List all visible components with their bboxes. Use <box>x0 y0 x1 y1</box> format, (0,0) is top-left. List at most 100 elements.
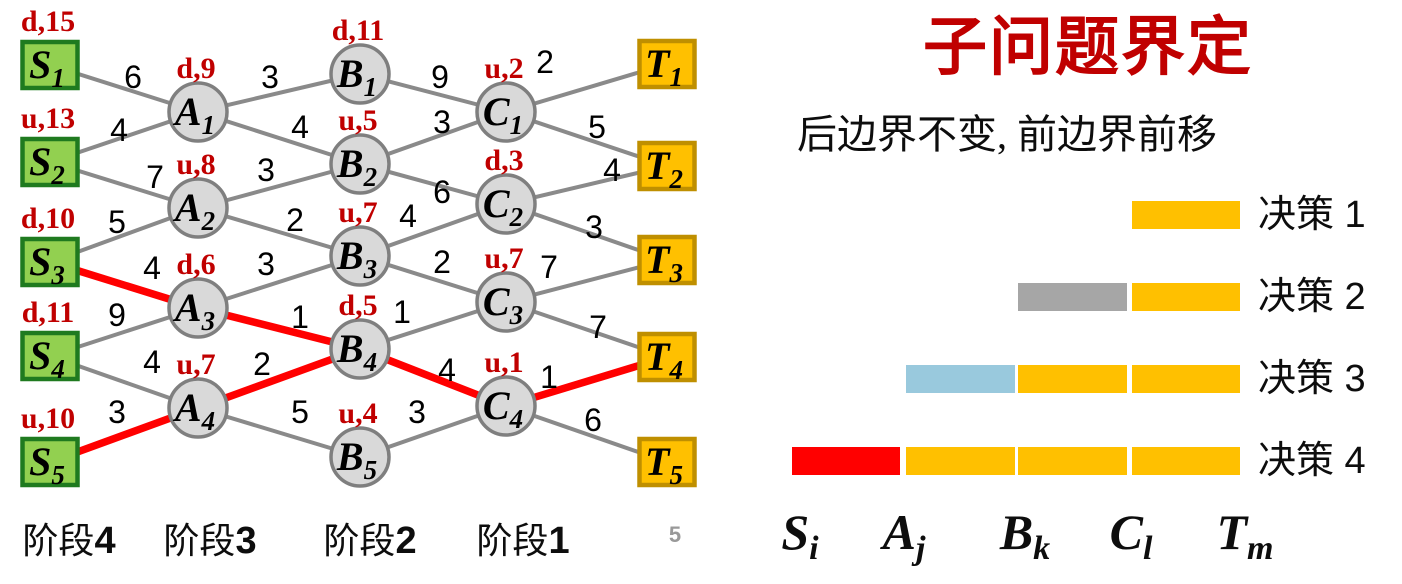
node-B2 <box>329 133 391 195</box>
node-S3 <box>20 236 80 288</box>
edge-weight-B3-C3: 2 <box>433 244 451 280</box>
decision-label-3: 决策 3 <box>1258 358 1366 400</box>
edge-weight-S2-A2: 7 <box>146 159 164 195</box>
node-label-S3: S3 <box>29 239 65 290</box>
node-label-A3: A3 <box>172 285 215 336</box>
stage-graph: S1d,15S2u,13S3d,10S4d,11S5u,10A1d,9A2u,8… <box>20 5 697 490</box>
decision-label-4: 决策 4 <box>1258 440 1366 482</box>
axis-label-t: Tm <box>1216 504 1274 567</box>
node-label-B5: B5 <box>336 434 377 485</box>
node-label-S4: S4 <box>29 333 65 384</box>
node-value-S2: u,13 <box>21 102 75 135</box>
node-C1 <box>475 81 537 143</box>
edge-weight-B1-C1: 9 <box>431 59 449 95</box>
node-value-A4: u,7 <box>176 348 215 381</box>
edge-weight-B2-C1: 3 <box>433 104 451 140</box>
node-label-S1: S1 <box>29 42 65 93</box>
decision-4-segment-4 <box>1132 447 1240 475</box>
edge-weight-S4-A3: 9 <box>108 297 126 333</box>
node-value-C1: u,2 <box>484 52 523 85</box>
axis-label-c: Cl <box>1109 504 1153 567</box>
subtitle: 后边界不变, 前边界前移 <box>797 112 1217 157</box>
node-value-A1: d,9 <box>176 52 215 85</box>
node-label-S2: S2 <box>29 139 65 190</box>
node-A3 <box>167 277 229 339</box>
decision-4-segment-1 <box>792 447 900 475</box>
node-value-B3: u,7 <box>338 196 377 229</box>
edge-weight-A3-B3: 3 <box>257 246 275 282</box>
node-C4 <box>475 375 537 437</box>
edge-weight-A2-B3: 2 <box>286 202 304 238</box>
node-value-C4: u,1 <box>484 346 523 379</box>
decision-3-segment-3 <box>1018 365 1127 393</box>
edge-weight-S1-A1: 6 <box>124 59 142 95</box>
decision-label-1: 决策 1 <box>1258 194 1366 236</box>
node-B1 <box>329 43 391 105</box>
node-B3 <box>329 225 391 287</box>
node-value-A3: d,6 <box>176 248 215 281</box>
stage-label-1: 阶段1 <box>476 520 570 562</box>
edge-weight-S4-A4: 4 <box>143 344 161 380</box>
node-label-S5: S5 <box>29 439 65 490</box>
edge-weight-B2-C2: 6 <box>433 174 451 210</box>
edge-weight-A4-B5: 5 <box>291 394 309 430</box>
edge-weight-A1-B1: 3 <box>261 59 279 95</box>
edge-weight-S5-A4: 3 <box>108 394 126 430</box>
node-S4 <box>20 330 80 382</box>
node-label-B4: B4 <box>336 326 377 377</box>
node-label-A4: A4 <box>172 385 215 436</box>
node-A1 <box>167 81 229 143</box>
node-S5 <box>20 436 80 488</box>
page-title: 子问题界定 <box>923 12 1253 83</box>
edge-weight-S3-A2: 5 <box>108 204 126 240</box>
stage-label-3: 阶段3 <box>163 520 257 562</box>
node-value-A2: u,8 <box>176 148 215 181</box>
edge-weight-C1-T2: 5 <box>588 109 606 145</box>
node-label-A1: A1 <box>172 89 215 140</box>
decision-1-segment-4 <box>1132 201 1240 229</box>
node-label-T2: T2 <box>645 143 683 194</box>
node-label-B2: B2 <box>336 141 377 192</box>
edge-weight-A4-B4: 2 <box>253 346 271 382</box>
decision-4-segment-3 <box>1018 447 1127 475</box>
edge-weight-A3-B4: 1 <box>291 299 309 335</box>
node-label-C1: C1 <box>483 89 523 140</box>
node-label-T4: T4 <box>645 334 683 385</box>
node-value-B4: d,5 <box>338 289 377 322</box>
edge-weight-A1-B2: 4 <box>291 109 309 145</box>
edge-weight-C2-T3: 3 <box>585 209 603 245</box>
node-T5 <box>637 436 697 488</box>
edge-weight-A2-B2: 3 <box>257 152 275 188</box>
node-label-B3: B3 <box>336 233 377 284</box>
node-value-S3: d,10 <box>21 202 75 235</box>
node-label-T3: T3 <box>645 237 683 288</box>
node-value-C3: u,7 <box>484 242 523 275</box>
node-A4 <box>167 377 229 439</box>
stage-label-2: 阶段2 <box>323 520 417 562</box>
node-S1 <box>20 39 80 91</box>
edge-weight-B5-C4: 3 <box>408 394 426 430</box>
edge-weight-B4-C4: 4 <box>438 352 456 388</box>
node-value-S4: d,11 <box>22 296 75 329</box>
decision-2-segment-3 <box>1018 283 1127 311</box>
node-value-C2: d,3 <box>484 144 523 177</box>
node-label-C3: C3 <box>483 279 523 330</box>
node-T3 <box>637 234 697 286</box>
node-value-S5: u,10 <box>21 402 75 435</box>
page-number: 5 <box>668 522 682 547</box>
node-T2 <box>637 140 697 192</box>
edge-weight-C1-T1: 2 <box>536 44 554 80</box>
node-value-S1: d,15 <box>21 5 75 38</box>
edge-weight-C2-T2: 4 <box>603 152 621 188</box>
node-value-B2: u,5 <box>338 104 377 137</box>
edge-weight-C3-T3: 7 <box>540 249 558 285</box>
decision-2-segment-4 <box>1132 283 1240 311</box>
node-S2 <box>20 136 80 188</box>
node-A2 <box>167 177 229 239</box>
node-B4 <box>329 318 391 380</box>
decision-3-segment-2 <box>906 365 1015 393</box>
node-label-A2: A2 <box>172 185 215 236</box>
edge-weight-B4-C3: 1 <box>393 294 411 330</box>
edge-weight-B3-C2: 4 <box>399 198 417 234</box>
